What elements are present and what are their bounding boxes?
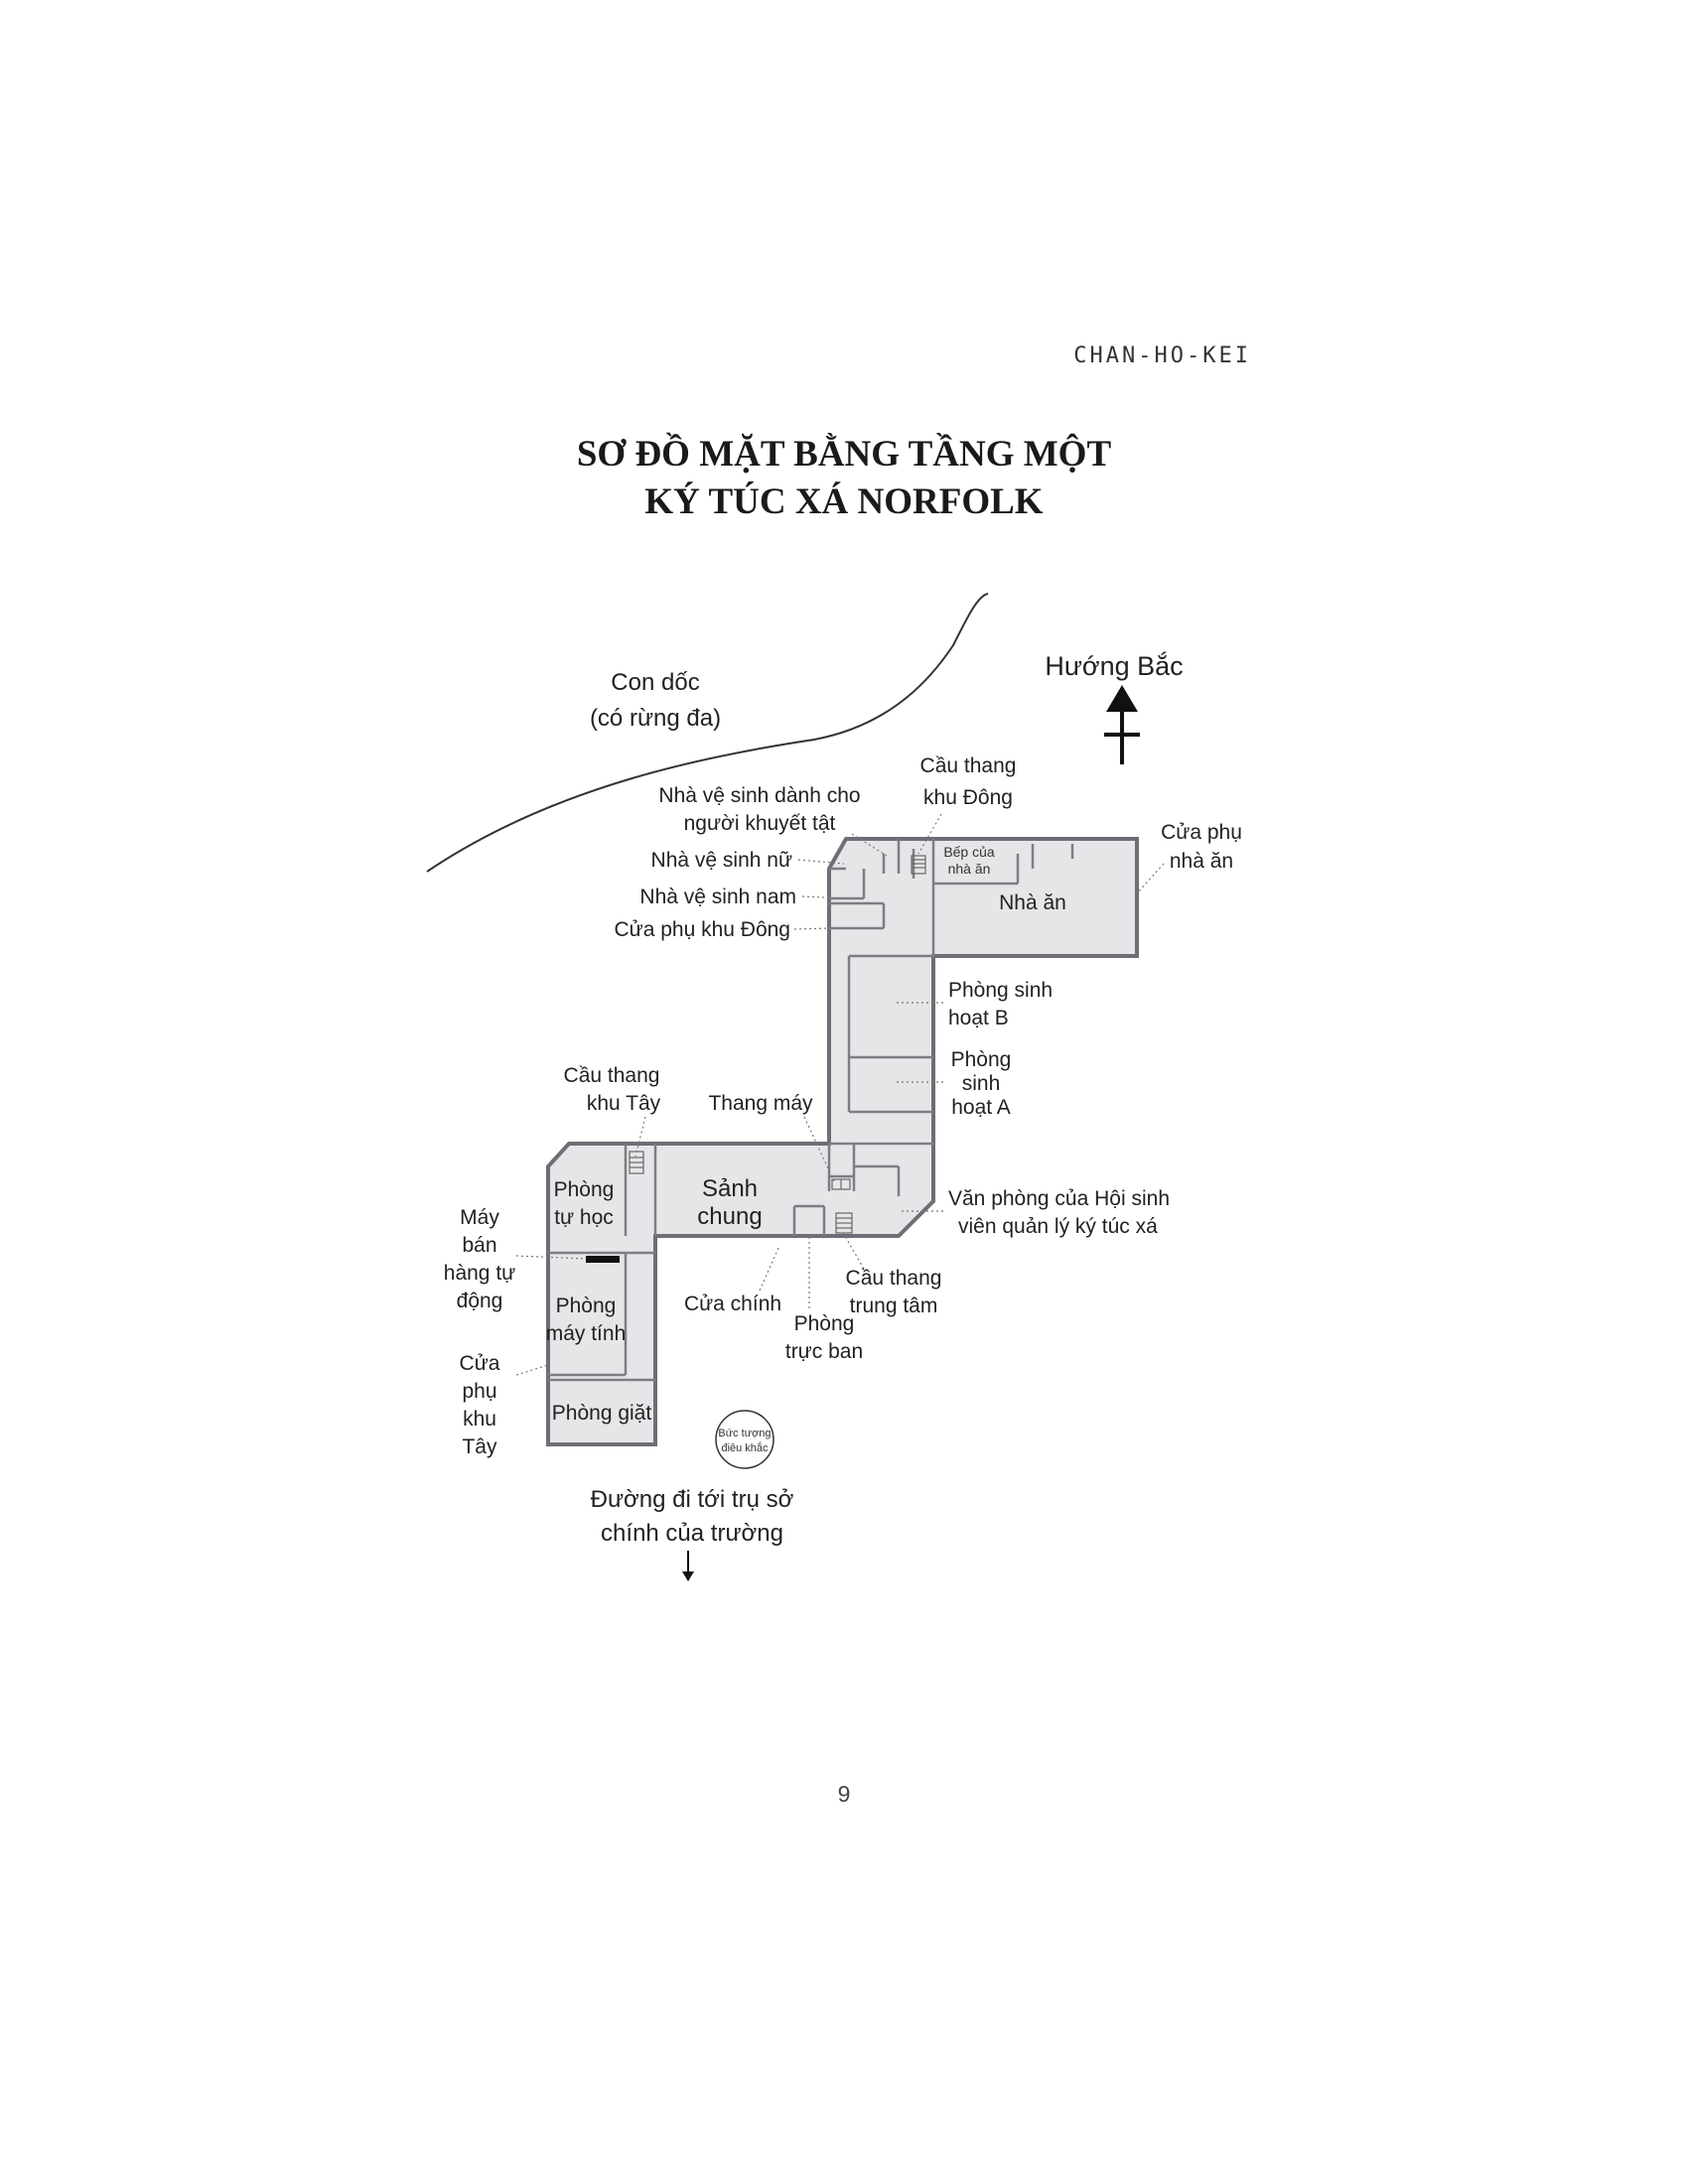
kitchen-label-1: Bếp của [943,844,995,860]
activity-a-label-1: Phòng [951,1048,1012,1071]
slope-boundary-curve [426,593,989,873]
statue-icon [715,1410,774,1469]
vending-label-2: bán [462,1234,496,1257]
slope-label-1: Con dốc [611,669,699,696]
toilet-male-label: Nhà vệ sinh nam [639,886,796,908]
laundry-room-label: Phòng giặt [552,1402,652,1425]
building-outline [546,837,1139,1446]
study-room-label-2: tự học [554,1206,614,1229]
dining-side-door-label-1: Cửa phụ [1161,821,1242,844]
computer-room-label-1: Phòng [556,1295,617,1317]
dining-side-door-label-2: nhà ăn [1170,850,1233,873]
computer-room-label-2: máy tính [546,1322,627,1345]
west-stairs-label-2: khu Tây [587,1092,661,1115]
lobby-label-2: chung [697,1203,762,1230]
compass-label: Hướng Bắc [1045,650,1183,681]
dining-room-label: Nhà ăn [999,891,1066,914]
west-side-door-label-2: phụ [462,1380,496,1403]
vending-label-1: Máy [460,1206,499,1229]
east-side-door-label: Cửa phụ khu Đông [614,918,790,941]
down-arrow-icon [682,1551,694,1581]
kitchen-label-2: nhà ăn [948,861,991,877]
running-header-author: CHAN-HO-KEI [1073,343,1251,368]
toilet-disabled-label-2: người khuyết tật [684,812,836,835]
toilet-disabled-label-1: Nhà vệ sinh dành cho [658,784,860,807]
east-stairs-label-2: khu Đông [923,786,1013,809]
activity-b-label-1: Phòng sinh [948,979,1053,1002]
main-door-label: Cửa chính [684,1293,781,1315]
west-side-door-label-4: Tây [462,1435,497,1458]
office-label-2: viên quản lý ký túc xá [958,1215,1158,1238]
vending-label-4: động [457,1290,503,1312]
title-line-1: SƠ ĐỒ MẶT BẰNG TẦNG MỘT [576,434,1112,475]
lobby-label-1: Sảnh [702,1175,758,1202]
title-line-2: KÝ TÚC XÁ NORFOLK [644,481,1044,522]
study-room-label-1: Phòng [554,1178,615,1201]
elevator-label: Thang máy [708,1092,813,1115]
slope-label-2: (có rừng đa) [590,705,721,732]
north-arrow-icon [1104,685,1140,764]
west-side-door-label-3: khu [463,1408,496,1431]
east-stairs-label-1: Cầu thang [920,754,1017,777]
activity-a-label-2: sinh [962,1072,1001,1095]
east-stairs-icon [911,855,926,875]
road-label-2: chính của trường [601,1520,783,1547]
central-stairs-label-2: trung tâm [850,1295,938,1317]
central-stairs-label-1: Cầu thang [846,1267,942,1290]
duty-room-label-1: Phòng [794,1312,855,1335]
activity-a-label-3: hoạt A [951,1096,1011,1119]
west-wing-walls [548,1144,657,1382]
duty-room-label-2: trực ban [785,1340,863,1363]
page-number: 9 [837,1781,851,1807]
office-label-1: Văn phòng của Hội sinh [948,1187,1170,1210]
vending-label-3: hàng tự [444,1262,515,1285]
elevator-icon [831,1178,851,1190]
west-side-door-label-1: Cửa [460,1352,500,1375]
vending-machine-icon [586,1256,620,1263]
statue-label-1: Bức tượng [718,1428,771,1439]
west-stairs-label-1: Cầu thang [564,1064,660,1087]
statue-label-2: điêu khắc [721,1441,769,1454]
toilet-female-label: Nhà vệ sinh nữ [651,849,792,872]
leader-lines [515,813,1165,1376]
central-corridor-walls [792,954,933,1236]
central-stairs-icon [835,1212,853,1234]
road-label-1: Đường đi tới trụ sở [591,1486,794,1513]
activity-b-label-2: hoạt B [948,1007,1009,1029]
